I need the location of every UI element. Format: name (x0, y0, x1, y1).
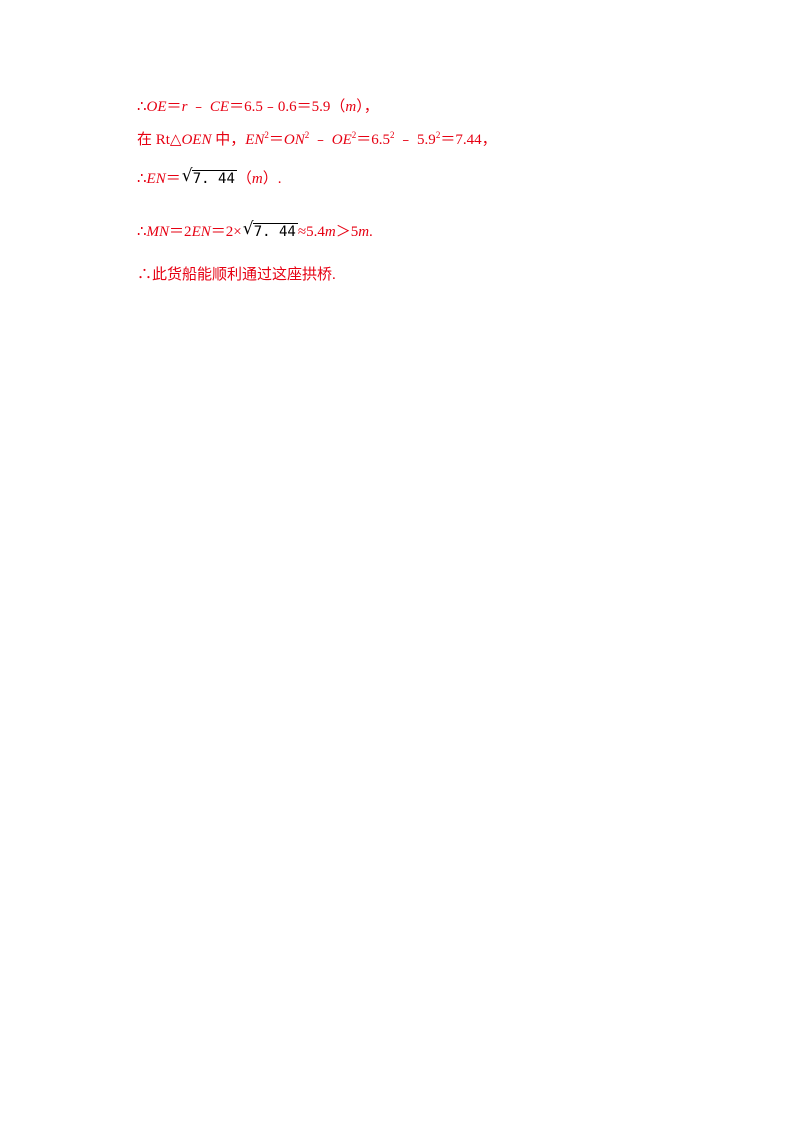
radical-icon: √ (242, 219, 254, 239)
square-root: √7. 44 (242, 219, 298, 242)
unit-m: m (345, 99, 357, 115)
therefore-symbol: ∴ (137, 171, 147, 187)
radicand: 7. 44 (252, 223, 298, 240)
therefore-symbol: ∴ (137, 99, 147, 115)
unit-m: m (324, 224, 336, 240)
var-oen: OEN (181, 132, 212, 148)
var-ce: CE (209, 99, 230, 115)
radical-icon: √ (181, 166, 193, 186)
var-en: EN (245, 132, 265, 148)
square-root: √7. 44 (181, 166, 237, 189)
solution-line-1: ∴OE＝r ﹣ CE＝6.5﹣0.6＝5.9（m）， (137, 99, 379, 115)
var-on: ON (283, 132, 305, 148)
var-mn: MN (146, 224, 170, 240)
var-r: r (181, 99, 188, 115)
calculation: ＝6.5﹣0.6＝5.9（ (229, 99, 346, 115)
var-en: EN (191, 224, 211, 240)
solution-line-3: ∴EN＝√7. 44（m）. (137, 166, 282, 189)
unit-m: m (251, 171, 263, 187)
var-en: EN (146, 171, 166, 187)
radicand: 7. 44 (191, 170, 237, 187)
conclusion-line: ∴此货船能顺利通过这座拱桥. (137, 267, 336, 283)
solution-line-2: 在 Rt△OEN 中，EN2＝ON2 ﹣ OE2＝6.52 ﹣ 5.92＝7.4… (137, 130, 497, 149)
var-oe: OE (146, 99, 167, 115)
var-oe: OE (331, 132, 352, 148)
unit-m: m (358, 224, 370, 240)
therefore-symbol: ∴ (137, 224, 147, 240)
solution-line-4: ∴MN＝2EN＝2×√7. 44≈5.4m＞5m. (137, 219, 373, 242)
